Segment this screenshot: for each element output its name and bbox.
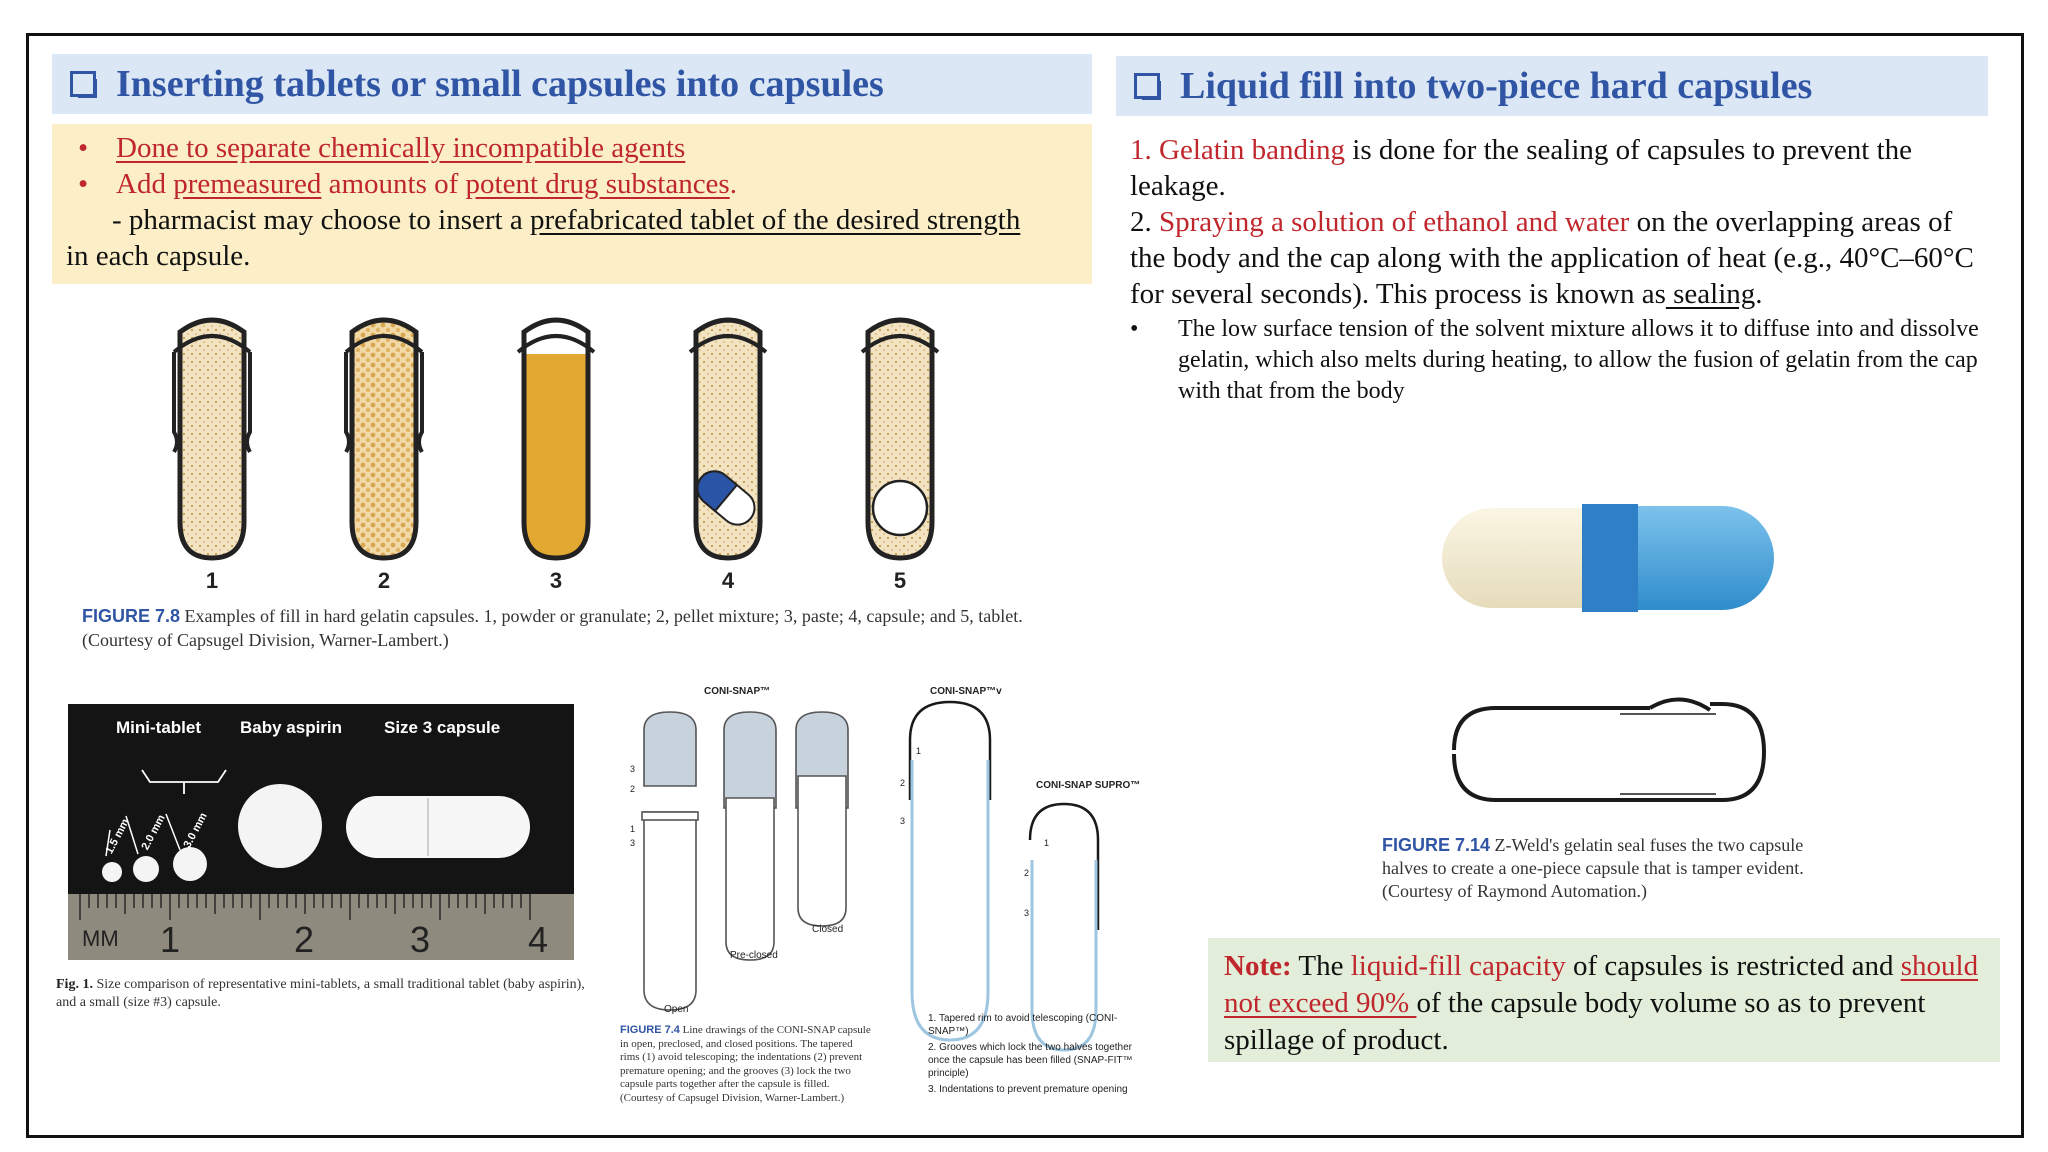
marker: 3 [630, 838, 635, 848]
left-text-box: Done to separate chemically incompatible… [52, 124, 1092, 284]
right-text-block: 1. Gelatin banding is done for the seali… [1130, 132, 1980, 407]
text-run: potent drug substances [465, 168, 730, 200]
bullet-item: Add premeasured amounts of potent drug s… [66, 166, 1078, 202]
caption-text: Z-Weld's gelatin seal fuses the two caps… [1382, 835, 1804, 901]
marker: 1 [630, 824, 635, 834]
text-run: premeasured [173, 168, 322, 200]
caption-text: Line drawings of the CONI-SNAP capsule i… [620, 1024, 871, 1104]
paragraph: 2. Spraying a solution of ethanol and wa… [1130, 204, 1980, 312]
marker: 2 [900, 778, 905, 788]
text-run: 2. [1130, 206, 1159, 238]
figure-7-8-caption: FIGURE 7.8 Examples of fill in hard gela… [82, 604, 1062, 652]
capsule-3-paste [516, 317, 596, 561]
text-run: . [1755, 278, 1763, 310]
marker: 3 [900, 816, 905, 826]
note-line: 1. Tapered rim to avoid telescoping (CON… [928, 1013, 1118, 1037]
caption-text: Size comparison of representative mini-t… [56, 977, 585, 1010]
checkbox-bullet-icon [70, 71, 97, 98]
photo-label-baby-aspirin: Baby aspirin [240, 718, 343, 737]
pos-preclosed: Pre-closed [730, 950, 778, 961]
coni-snap-notes: 1. Tapered rim to avoid telescoping (CON… [928, 1012, 1140, 1096]
paragraph: 1. Gelatin banding is done for the seali… [1130, 132, 1980, 204]
text-run: Add [116, 168, 174, 200]
figure-7-4-caption: FIGURE 7.4 Line drawings of the CONI-SNA… [620, 1024, 874, 1105]
figure-7-14-zweld-capsule [1442, 504, 1774, 802]
checkbox-bullet-icon [1134, 73, 1161, 100]
marker: 2 [1024, 868, 1029, 878]
text-run: The [1291, 950, 1351, 982]
bullet-text: Done to separate chemically incompatible… [116, 132, 686, 164]
text-run: sealing [1665, 278, 1756, 310]
fig-number: 3 [550, 568, 562, 592]
left-heading-text: Inserting tablets or small capsules into… [116, 63, 884, 105]
ruler-number: 4 [528, 919, 548, 960]
size-comparison-photo: MM 1 2 3 4 Mini-tablet Baby aspirin Size… [68, 704, 574, 960]
figure-label: FIGURE 7.4 [620, 1024, 680, 1036]
figure-label: FIGURE 7.14 [1382, 835, 1491, 855]
coni-snap-title: CONI-SNAP™ [704, 686, 770, 697]
photo-drawing: MM 1 2 3 4 [68, 769, 574, 960]
ruler-number: 2 [294, 919, 314, 960]
figure-label: FIGURE 7.8 [82, 606, 181, 626]
slide-frame [26, 33, 2024, 1138]
text-run: prefabricated tablet of the desired stre… [529, 204, 1021, 236]
fig1-caption: Fig. 1. Size comparison of representativ… [56, 976, 596, 1012]
fig-number: 1 [206, 568, 218, 592]
text-run: amounts of [321, 168, 466, 200]
note-line: 3. Indentations to prevent premature ope… [928, 1084, 1128, 1095]
marker: 2 [630, 784, 635, 794]
text-run: in each capsule. [66, 240, 251, 272]
fig-number: 4 [722, 568, 735, 592]
bullet-item: Done to separate chemically incompatible… [66, 130, 1078, 166]
marker: 1 [1044, 838, 1049, 848]
text-run: 1. Gelatin banding [1130, 134, 1346, 166]
coni-snap-v-title: CONI-SNAP™v [930, 686, 1002, 697]
text-run: of the capsule body volume so as to prev… [1224, 987, 1926, 1056]
coni-snap-drawings: CONI-SNAP™ CONI-SNAP™v CONI-SNAP SUPRO™ … [630, 686, 1140, 1052]
ruler-number: 1 [160, 919, 180, 960]
capsule-5-tablet [860, 317, 940, 561]
caption-text: Examples of fill in hard gelatin capsule… [82, 606, 1023, 650]
note-label: Note: [1224, 950, 1292, 982]
text-run: . [729, 168, 737, 200]
marker: 3 [1024, 908, 1029, 918]
coni-snap-supro-title: CONI-SNAP SUPRO™ [1036, 780, 1140, 791]
left-section-heading: Inserting tablets or small capsules into… [52, 54, 1092, 114]
marker: 3 [630, 764, 635, 774]
text-run: on the overlapping areas of the body and… [1130, 206, 1974, 310]
photo-label-mini-tablet: Mini-tablet [116, 718, 201, 737]
text-run: should not exceed 90% [1224, 950, 1979, 1019]
text-run: is done for the sealing of capsules to p… [1130, 134, 1912, 202]
pos-open: Open [664, 1004, 688, 1015]
right-heading-text: Liquid fill into two-piece hard capsules [1180, 65, 1813, 107]
pos-closed: Closed [812, 924, 843, 935]
sub-line: in each capsule. [66, 238, 1078, 274]
marker: 1 [916, 746, 921, 756]
fig-number: 2 [378, 568, 390, 592]
text-run: - pharmacist may choose to insert a [112, 204, 530, 236]
capsule-1-powder [172, 317, 252, 561]
capsule-2-pellets [344, 317, 424, 561]
figure-label: Fig. 1. [56, 977, 93, 992]
ruler-unit: MM [82, 926, 119, 951]
capsule-4-inner-capsule [688, 317, 768, 561]
text-run: Spraying a solution of ethanol and water [1159, 206, 1630, 238]
sub-line: - pharmacist may choose to insert a pref… [66, 202, 1078, 238]
figure-7-8-capsule-fills: 1 2 3 4 5 [172, 317, 940, 592]
note-line: 2. Grooves which lock the two halves tog… [928, 1042, 1133, 1079]
ruler-number: 3 [410, 919, 430, 960]
figure-7-14-caption: FIGURE 7.14 Z-Weld's gelatin seal fuses … [1382, 834, 1852, 903]
fig-number: 5 [894, 568, 906, 592]
text-run: liquid-fill capacity [1350, 950, 1566, 982]
text-run: of capsules is restricted and [1565, 950, 1901, 982]
photo-label-size3-capsule: Size 3 capsule [384, 718, 501, 737]
note-box: Note: The liquid-fill capacity of capsul… [1208, 938, 2000, 1062]
bullet-item: The low surface tension of the solvent m… [1130, 314, 1980, 407]
right-section-heading: Liquid fill into two-piece hard capsules [1116, 56, 1988, 116]
